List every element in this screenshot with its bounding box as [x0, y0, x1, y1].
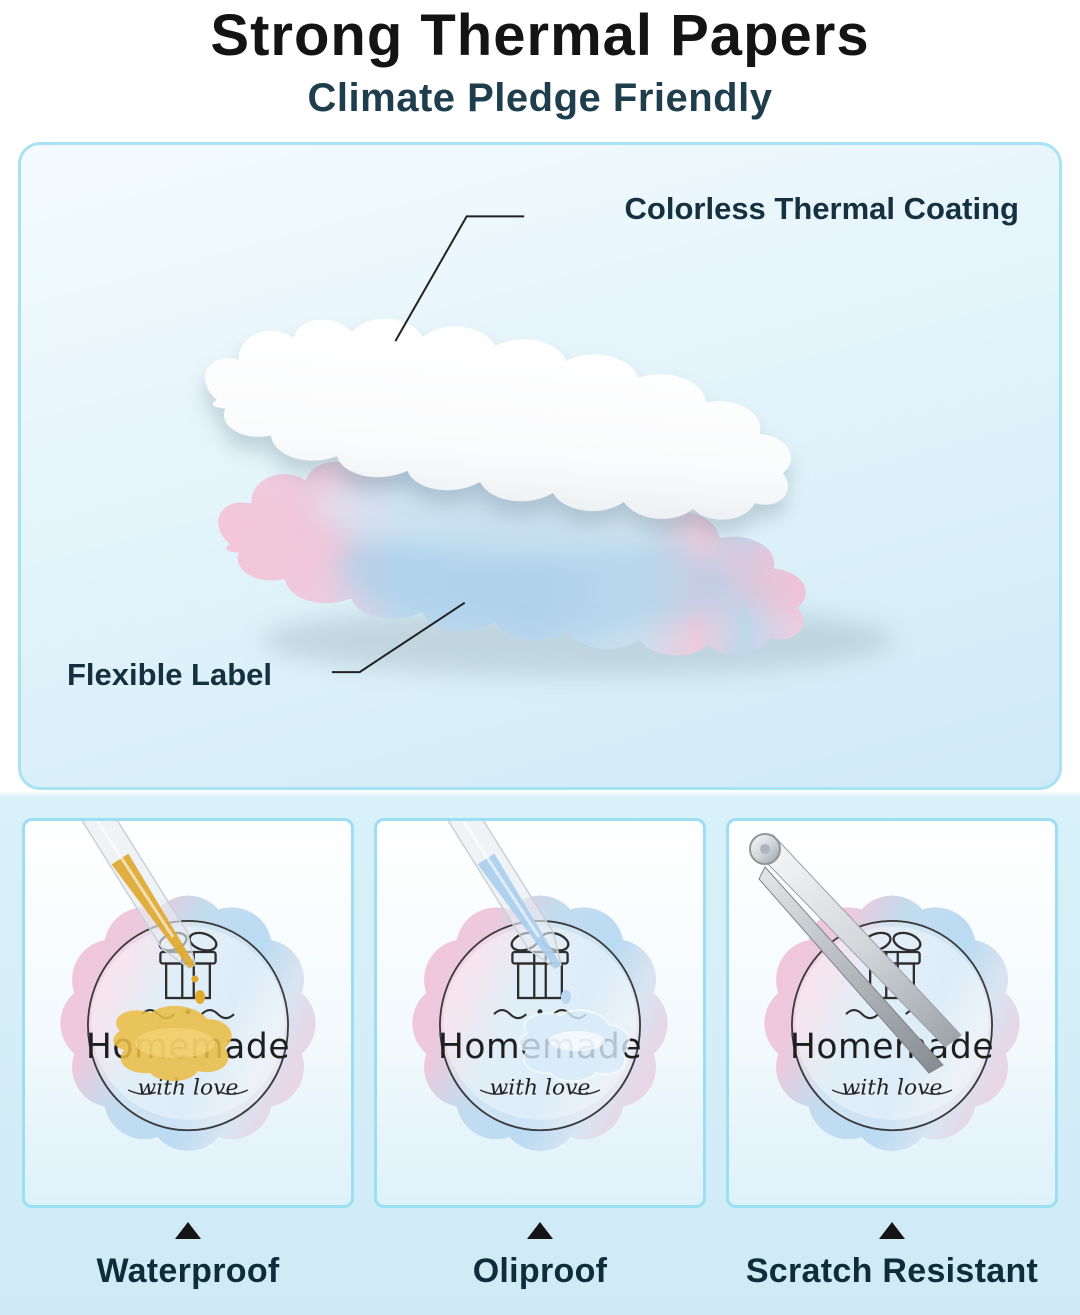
caption-scratch-resistant: Scratch Resistant [726, 1222, 1058, 1291]
caption-waterproof: Waterproof [22, 1222, 354, 1291]
feature-captions: Waterproof Oliproof Scratch Resistant [22, 1222, 1058, 1291]
caption-oilproof: Oliproof [374, 1222, 706, 1291]
caption-label: Scratch Resistant [745, 1252, 1039, 1290]
page-subtitle: Climate Pledge Friendly [307, 76, 773, 120]
flexible-label-layer [212, 450, 812, 663]
sticker-scratch [754, 883, 1030, 1159]
label-callout-line [331, 601, 466, 674]
feature-card-oilproof [374, 818, 706, 1208]
layers-diagram-art [197, 215, 895, 677]
up-triangle-icon [175, 1222, 201, 1239]
feature-card-waterproof [22, 818, 354, 1208]
label-callout-label: Flexible Label [67, 657, 273, 692]
up-triangle-icon [879, 1222, 905, 1239]
feature-card-scratch [726, 818, 1058, 1208]
feature-cards [22, 818, 1058, 1208]
page-title: Strong Thermal Papers [210, 3, 870, 68]
coating-callout-label: Colorless Thermal Coating [624, 191, 1019, 226]
sticker-oilproof [402, 883, 678, 1159]
sticker-waterproof [50, 883, 326, 1159]
layers-diagram-panel: Colorless Thermal Coating Flexible Label [18, 142, 1062, 790]
up-triangle-icon [527, 1222, 553, 1239]
caption-label: Waterproof [96, 1252, 280, 1290]
caption-label: Oliproof [472, 1252, 608, 1290]
coating-callout-line [394, 215, 525, 342]
